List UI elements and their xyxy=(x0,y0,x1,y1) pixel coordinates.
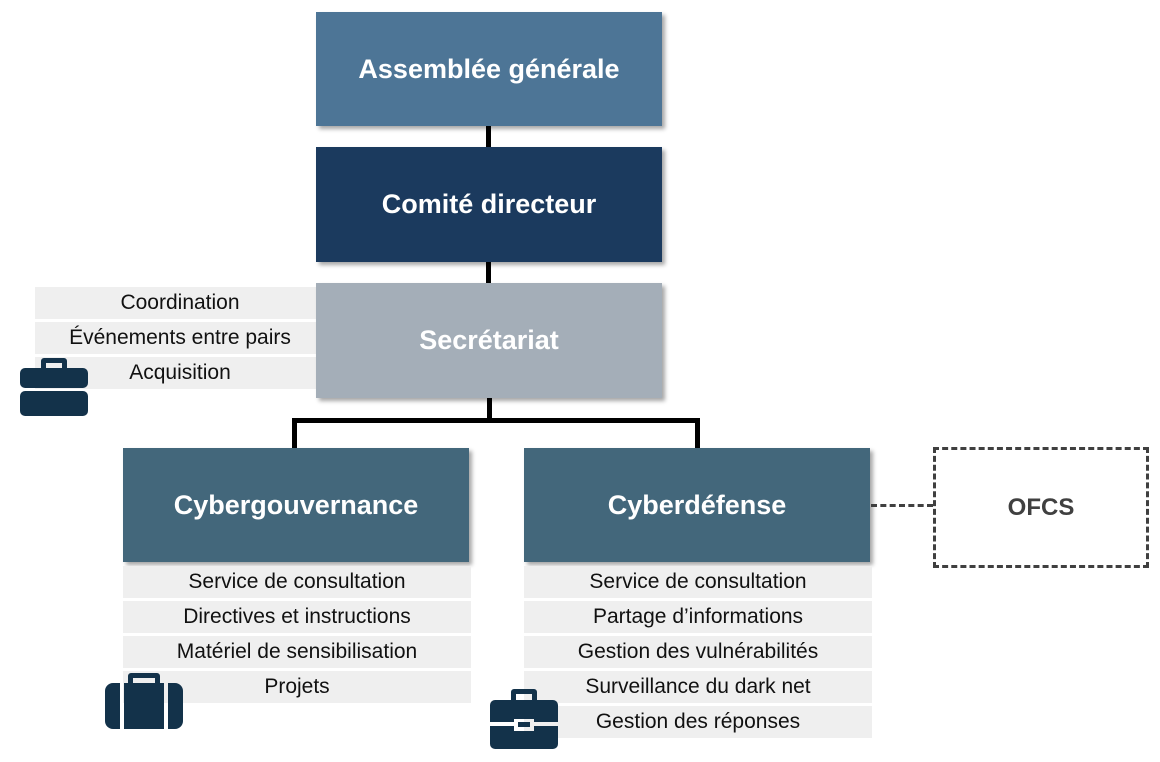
dashed-connector-ofcs xyxy=(871,504,933,507)
task-label: Partage d’informations xyxy=(592,605,804,628)
node-assemblee-generale: Assemblée générale xyxy=(316,12,662,126)
connector-horizontal xyxy=(292,418,700,423)
task-label: Événements entre pairs xyxy=(69,326,291,349)
task-label: Surveillance du dark net xyxy=(585,675,811,698)
connector-secretariat-down xyxy=(487,398,492,420)
node-cyberdefense: Cyberdéfense xyxy=(524,448,870,562)
node-secretariat: Secrétariat xyxy=(316,283,662,398)
node-label: Comité directeur xyxy=(381,189,597,219)
node-ofcs: OFCS xyxy=(933,447,1149,568)
task-label: Service de consultation xyxy=(589,570,807,593)
task-label: Projets xyxy=(264,675,330,698)
connector-assemblee-comite xyxy=(486,126,491,148)
node-label: OFCS xyxy=(1007,493,1075,521)
cyberdefense-task: Partage d’informations xyxy=(524,601,872,633)
task-label: Gestion des vulnérabilités xyxy=(577,640,819,663)
briefcase-clasp-icon xyxy=(490,689,558,749)
node-cybergouvernance: Cybergouvernance xyxy=(123,448,469,562)
secretariat-task: Coordination xyxy=(35,287,325,319)
connector-to-cybergouvernance xyxy=(292,418,297,448)
task-label: Directives et instructions xyxy=(183,605,411,628)
connector-comite-secretariat xyxy=(486,262,491,284)
cybergouvernance-task: Service de consultation xyxy=(123,566,471,598)
task-label: Gestion des réponses xyxy=(595,710,801,733)
node-label: Assemblée générale xyxy=(358,53,620,84)
cyberdefense-task: Service de consultation xyxy=(524,566,872,598)
secretariat-task: Événements entre pairs xyxy=(35,322,325,354)
cyberdefense-task: Surveillance du dark net xyxy=(524,671,872,703)
node-comite-directeur: Comité directeur xyxy=(316,147,662,262)
task-label: Matériel de sensibilisation xyxy=(176,640,418,663)
node-label: Cybergouvernance xyxy=(173,489,419,520)
node-label: Cyberdéfense xyxy=(607,489,787,520)
briefcase-icon xyxy=(20,358,88,416)
cybergouvernance-task: Matériel de sensibilisation xyxy=(123,636,471,668)
task-label: Service de consultation xyxy=(188,570,406,593)
cybergouvernance-task: Directives et instructions xyxy=(123,601,471,633)
connector-to-cyberdefense xyxy=(695,418,700,448)
task-label: Coordination xyxy=(120,291,240,314)
node-label: Secrétariat xyxy=(419,325,559,355)
suitcase-icon xyxy=(105,673,183,729)
cyberdefense-task: Gestion des vulnérabilités xyxy=(524,636,872,668)
task-label: Acquisition xyxy=(129,361,231,384)
cyberdefense-task: Gestion des réponses xyxy=(524,706,872,738)
